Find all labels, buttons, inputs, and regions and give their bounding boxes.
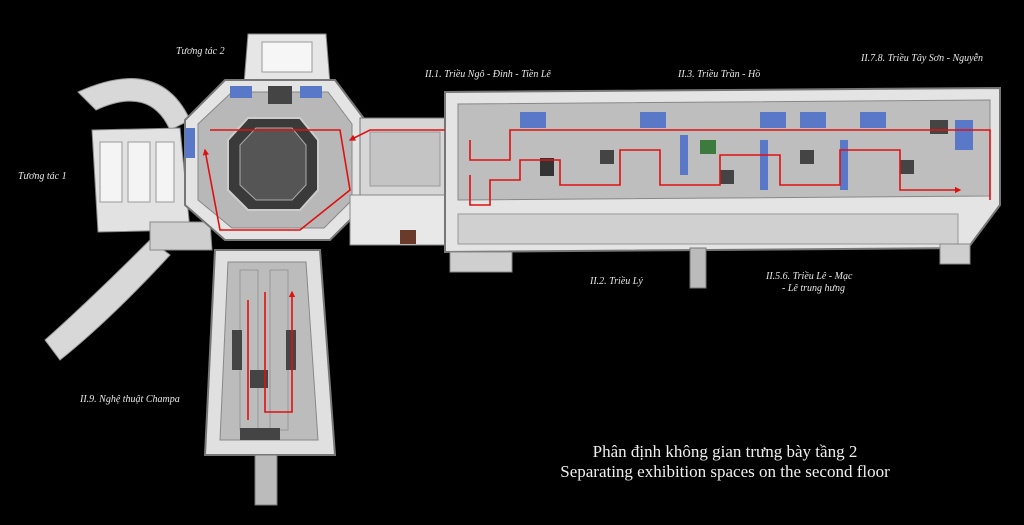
caption-english: Separating exhibition spaces on the seco…	[560, 462, 890, 481]
visitor-route	[202, 129, 991, 420]
label-tay-son-nguyen: II.7.8. Triều Tây Sơn - Nguyễn	[860, 53, 983, 64]
label-interaction-1: Tương tác 1	[18, 171, 67, 182]
octagon-hall	[184, 79, 366, 241]
label-le-trung-hung: - Lê trung hưng	[782, 283, 845, 294]
label-tran-ho: II.3. Triều Trần - Hồ	[677, 69, 760, 80]
interaction-area-2	[243, 33, 331, 85]
label-interaction-2: Tương tác 2	[176, 46, 225, 57]
label-ngo-dinh-tien-le: II.1. Triều Ngô - Đinh - Tiền Lê	[424, 69, 551, 80]
label-le-mac: II.5.6. Triều Lê - Mạc	[765, 271, 853, 282]
connector-corridor	[349, 117, 451, 246]
label-champa: II.9. Nghệ thuật Champa	[79, 394, 180, 405]
main-wing	[444, 86, 1001, 289]
champa-wing	[203, 249, 337, 506]
interaction-area-1	[91, 127, 213, 251]
caption-vietnamese: Phân định không gian trưng bày tầng 2	[592, 442, 858, 461]
label-ly: II.2. Triều Lý	[589, 276, 643, 287]
caption: Phân định không gian trưng bày tầng 2 Se…	[470, 442, 980, 482]
